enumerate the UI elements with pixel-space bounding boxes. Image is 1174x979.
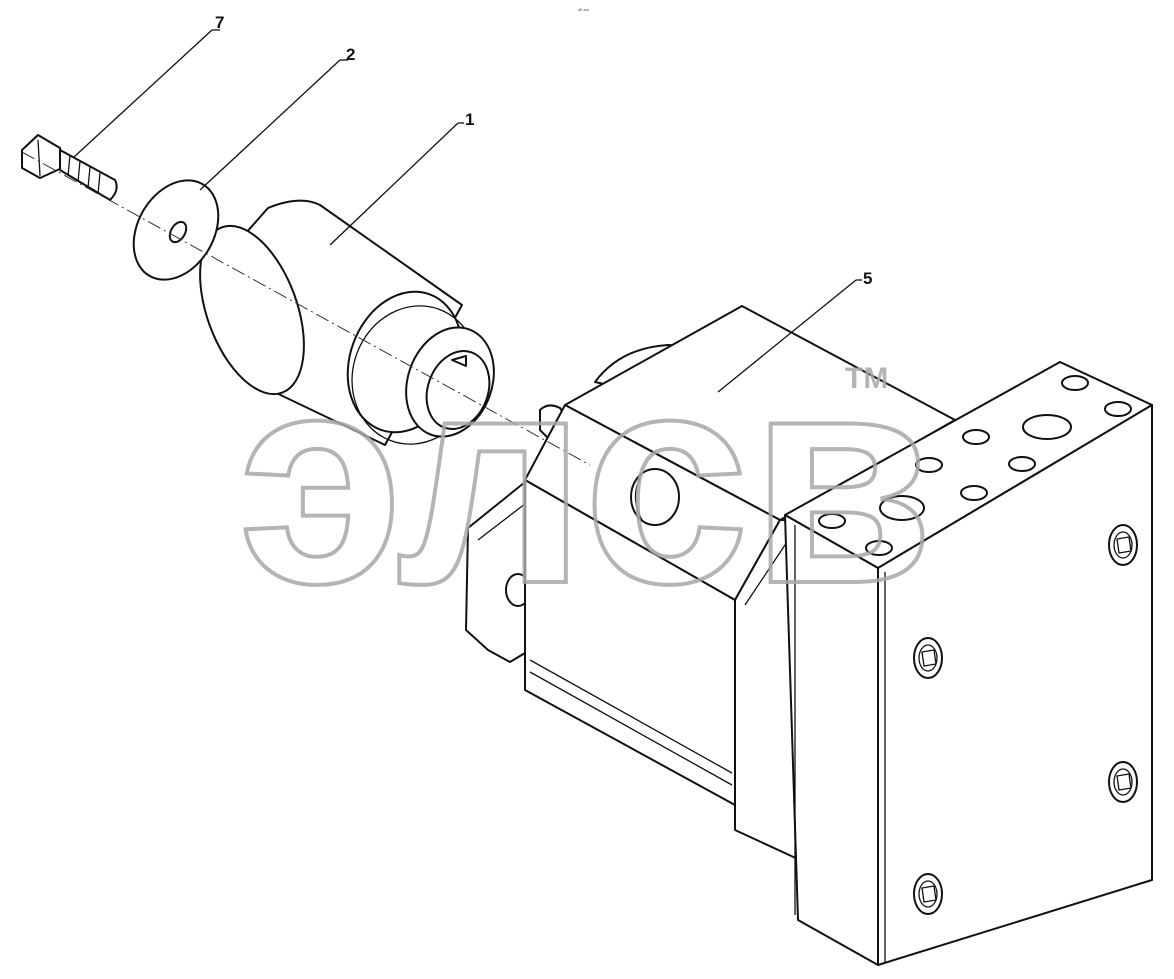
leader-line-5 (717, 279, 857, 393)
socket-head-screws (913, 524, 1138, 915)
leader-line-2 (199, 59, 341, 191)
leader-line-1 (329, 122, 459, 246)
mounting-plate (784, 361, 1153, 966)
watermark-text: элсв (238, 310, 934, 646)
bolt (21, 134, 118, 201)
callout-7: 7 (73, 13, 224, 158)
leader-line-7 (73, 29, 213, 158)
callout-label-2: 2 (346, 45, 355, 64)
washer (132, 179, 220, 281)
header-text: ᵃᴮ ᵃᵃᵃ (578, 8, 589, 14)
motor-assembly (465, 305, 956, 861)
trademark-mark: TM (845, 362, 888, 395)
plate-top-holes (818, 375, 1132, 556)
coupling-sleeve (199, 199, 495, 446)
callout-label-7: 7 (215, 13, 224, 32)
watermark: элсв TM (236, 308, 936, 648)
callout-5: 5 (717, 269, 872, 393)
callout-1: 1 (329, 110, 474, 246)
callout-label-5: 5 (863, 269, 872, 288)
callout-2: 2 (199, 45, 355, 191)
centerline (21, 151, 591, 466)
callout-label-1: 1 (465, 110, 474, 129)
